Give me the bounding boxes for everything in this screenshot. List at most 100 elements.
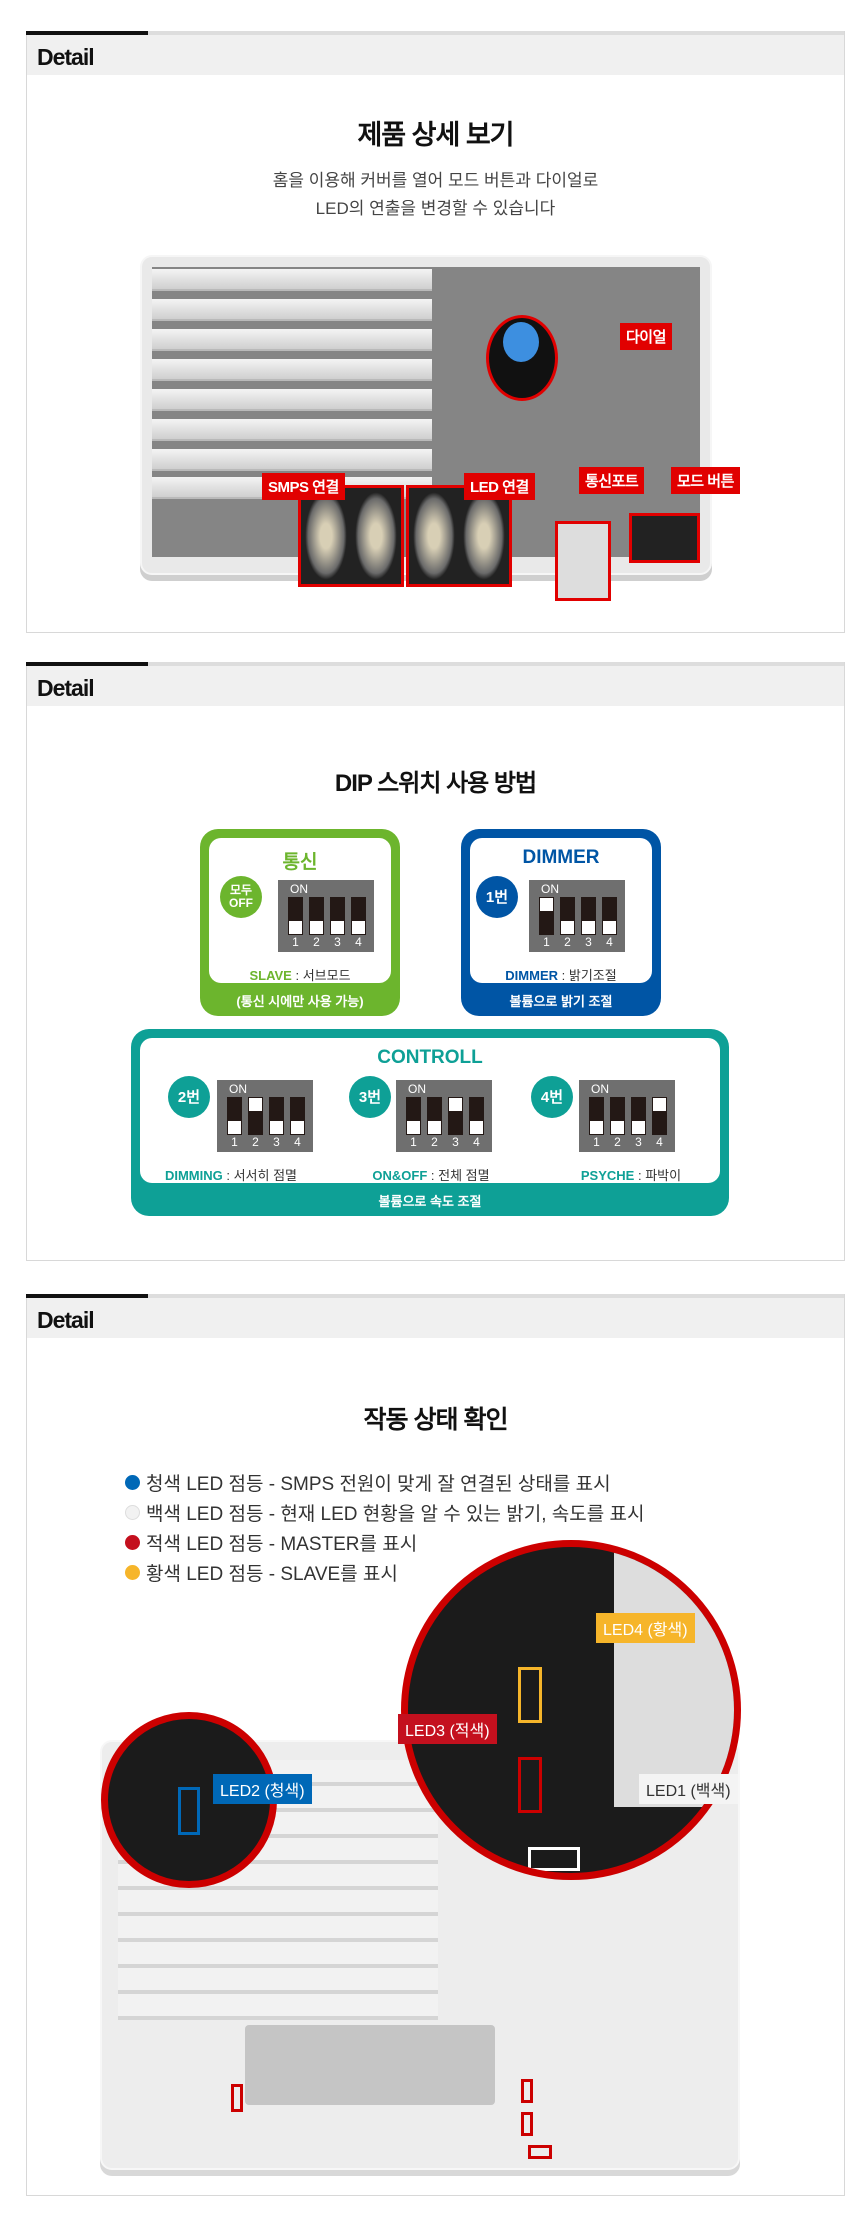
dip-switch-1 <box>406 1097 421 1135</box>
dimmer-badge: 1번 <box>476 876 518 918</box>
legend-text: 백색 LED 점등 - 현재 LED 현황을 알 수 있는 밝기, 속도를 표시 <box>146 1504 645 1525</box>
dip-number: 2 <box>313 935 320 949</box>
section-subtitle-2: LED의 연출을 변경할 수 있습니다 <box>315 199 556 218</box>
mode: DIMMING <box>164 1168 223 1183</box>
dip-number: 4 <box>355 935 362 949</box>
sep: : <box>558 968 569 983</box>
label-led1: LED1 (백색) <box>639 1774 738 1804</box>
mode: PSYCHE <box>580 1168 635 1183</box>
label-led3: LED3 (적색) <box>398 1714 497 1744</box>
comm-note: (통신 시에만 사용 가능) <box>236 994 364 1009</box>
dial-knob <box>486 315 558 401</box>
panel-header: Detail <box>26 31 844 75</box>
dip-number: 4 <box>294 1135 301 1149</box>
header-title: Detail <box>37 675 95 701</box>
blue-dot-icon <box>125 1475 140 1490</box>
dip-switch-4 <box>290 1097 305 1135</box>
yellow-dot-icon <box>125 1565 140 1580</box>
dip-number: 3 <box>585 935 592 949</box>
dip-switch-4 <box>602 897 617 935</box>
comm-port <box>555 521 611 601</box>
sep: : <box>291 968 303 983</box>
section-subtitle-1: 홈을 이용해 커버를 열어 모드 버튼과 다이얼로 <box>272 171 599 190</box>
desc: 파박이 <box>645 1168 682 1183</box>
dip-number: 1 <box>543 935 550 949</box>
legend-text: 황색 LED 점등 - SLAVE를 표시 <box>146 1564 398 1585</box>
section-title: 제품 상세 보기 <box>357 120 514 150</box>
dip-switch-3 <box>269 1097 284 1135</box>
desc: 서서히 점멸 <box>233 1168 298 1183</box>
control-caption-onoff: ON&OFF : 전체 점멸 <box>331 1165 531 1184</box>
callout-comm-port: 통신포트 <box>579 467 645 494</box>
legend-item-blue: 청색 LED 점등 - SMPS 전원이 맞게 잘 연결된 상태를 표시 <box>125 1469 611 1496</box>
callout-led: LED 연결 <box>464 473 535 500</box>
dip-number: 2 <box>614 1135 621 1149</box>
dip-number: 2 <box>252 1135 259 1149</box>
label-led2: LED2 (청색) <box>213 1774 312 1804</box>
panel-header: Detail <box>26 662 844 706</box>
dip-number: 2 <box>564 935 571 949</box>
mode-dip-switch <box>629 513 700 563</box>
comm-caption: SLAVE : 서브모드 <box>200 965 400 984</box>
dip-number: 4 <box>656 1135 663 1149</box>
sep: : <box>634 1168 646 1183</box>
dip-on-label: ON <box>229 1082 247 1096</box>
dip-switch-1 <box>288 897 303 935</box>
led3-marker <box>521 2079 533 2103</box>
dimmer-desc: 밝기조절 <box>568 968 617 983</box>
dip-number: 3 <box>635 1135 642 1149</box>
label-led4: LED4 (황색) <box>596 1613 695 1643</box>
dip-number: 1 <box>593 1135 600 1149</box>
dip-switch-2 <box>610 1097 625 1135</box>
dip-number: 1 <box>231 1135 238 1149</box>
white-dot-icon <box>125 1505 140 1520</box>
dip-switch-2 <box>309 897 324 935</box>
dip-switch-3 <box>631 1097 646 1135</box>
dip-number: 3 <box>334 935 341 949</box>
dip-switch-3 <box>330 897 345 935</box>
dip-on-label: ON <box>541 882 559 896</box>
dip-number: 4 <box>473 1135 480 1149</box>
header-tab-line <box>26 31 148 35</box>
red-dot-icon <box>125 1535 140 1550</box>
dip-switch-1 <box>227 1097 242 1135</box>
dimmer-caption: DIMMER : 밝기조절 <box>461 965 661 984</box>
control-note: 볼륨으로 속도 조절 <box>378 1194 482 1209</box>
led-terminal <box>406 485 512 587</box>
comm-desc: 서브모드 <box>302 968 351 983</box>
dip-number: 1 <box>292 935 299 949</box>
control-title: CONTROLL <box>377 1047 483 1068</box>
terminal-block <box>245 2025 495 2105</box>
callout-smps: SMPS 연결 <box>262 473 345 500</box>
led1-marker <box>528 2145 552 2159</box>
dip-on-label: ON <box>591 1082 609 1096</box>
dip-on-label: ON <box>290 882 308 896</box>
desc: 전체 점멸 <box>438 1168 490 1183</box>
dimmer-note: 볼륨으로 밝기 조절 <box>509 994 613 1009</box>
callout-dial: 다이얼 <box>620 323 672 350</box>
dip-switch-4 <box>469 1097 484 1135</box>
header-title: Detail <box>37 44 95 70</box>
dimmer-title: DIMMER <box>522 847 600 868</box>
callout-mode-button: 모드 버튼 <box>671 467 740 494</box>
comm-title: 통신 <box>282 852 318 873</box>
detail-panel-product: Detail 제품 상세 보기 홈을 이용해 커버를 열어 모드 버튼과 다이얼… <box>26 31 845 633</box>
legend-text: 청색 LED 점등 - SMPS 전원이 맞게 잘 연결된 상태를 표시 <box>146 1474 611 1495</box>
led2-marker <box>231 2084 243 2112</box>
dip-number: 4 <box>606 935 613 949</box>
section-title: DIP 스위치 사용 방법 <box>334 770 537 797</box>
dip-switch-1 <box>539 897 554 935</box>
dip-switch-2 <box>427 1097 442 1135</box>
comm-mode: SLAVE <box>249 968 292 983</box>
sep: : <box>427 1168 439 1183</box>
panel-header: Detail <box>26 1294 844 1338</box>
mode: ON&OFF <box>372 1168 428 1183</box>
legend-text: 적색 LED 점등 - MASTER를 표시 <box>146 1534 418 1555</box>
dip-number: 1 <box>410 1135 417 1149</box>
status-image: LED2 (청색) LED3 (적색) LED4 (황색) LED1 (백색) <box>0 1540 860 2190</box>
control-badge-3: 3번 <box>349 1076 391 1118</box>
